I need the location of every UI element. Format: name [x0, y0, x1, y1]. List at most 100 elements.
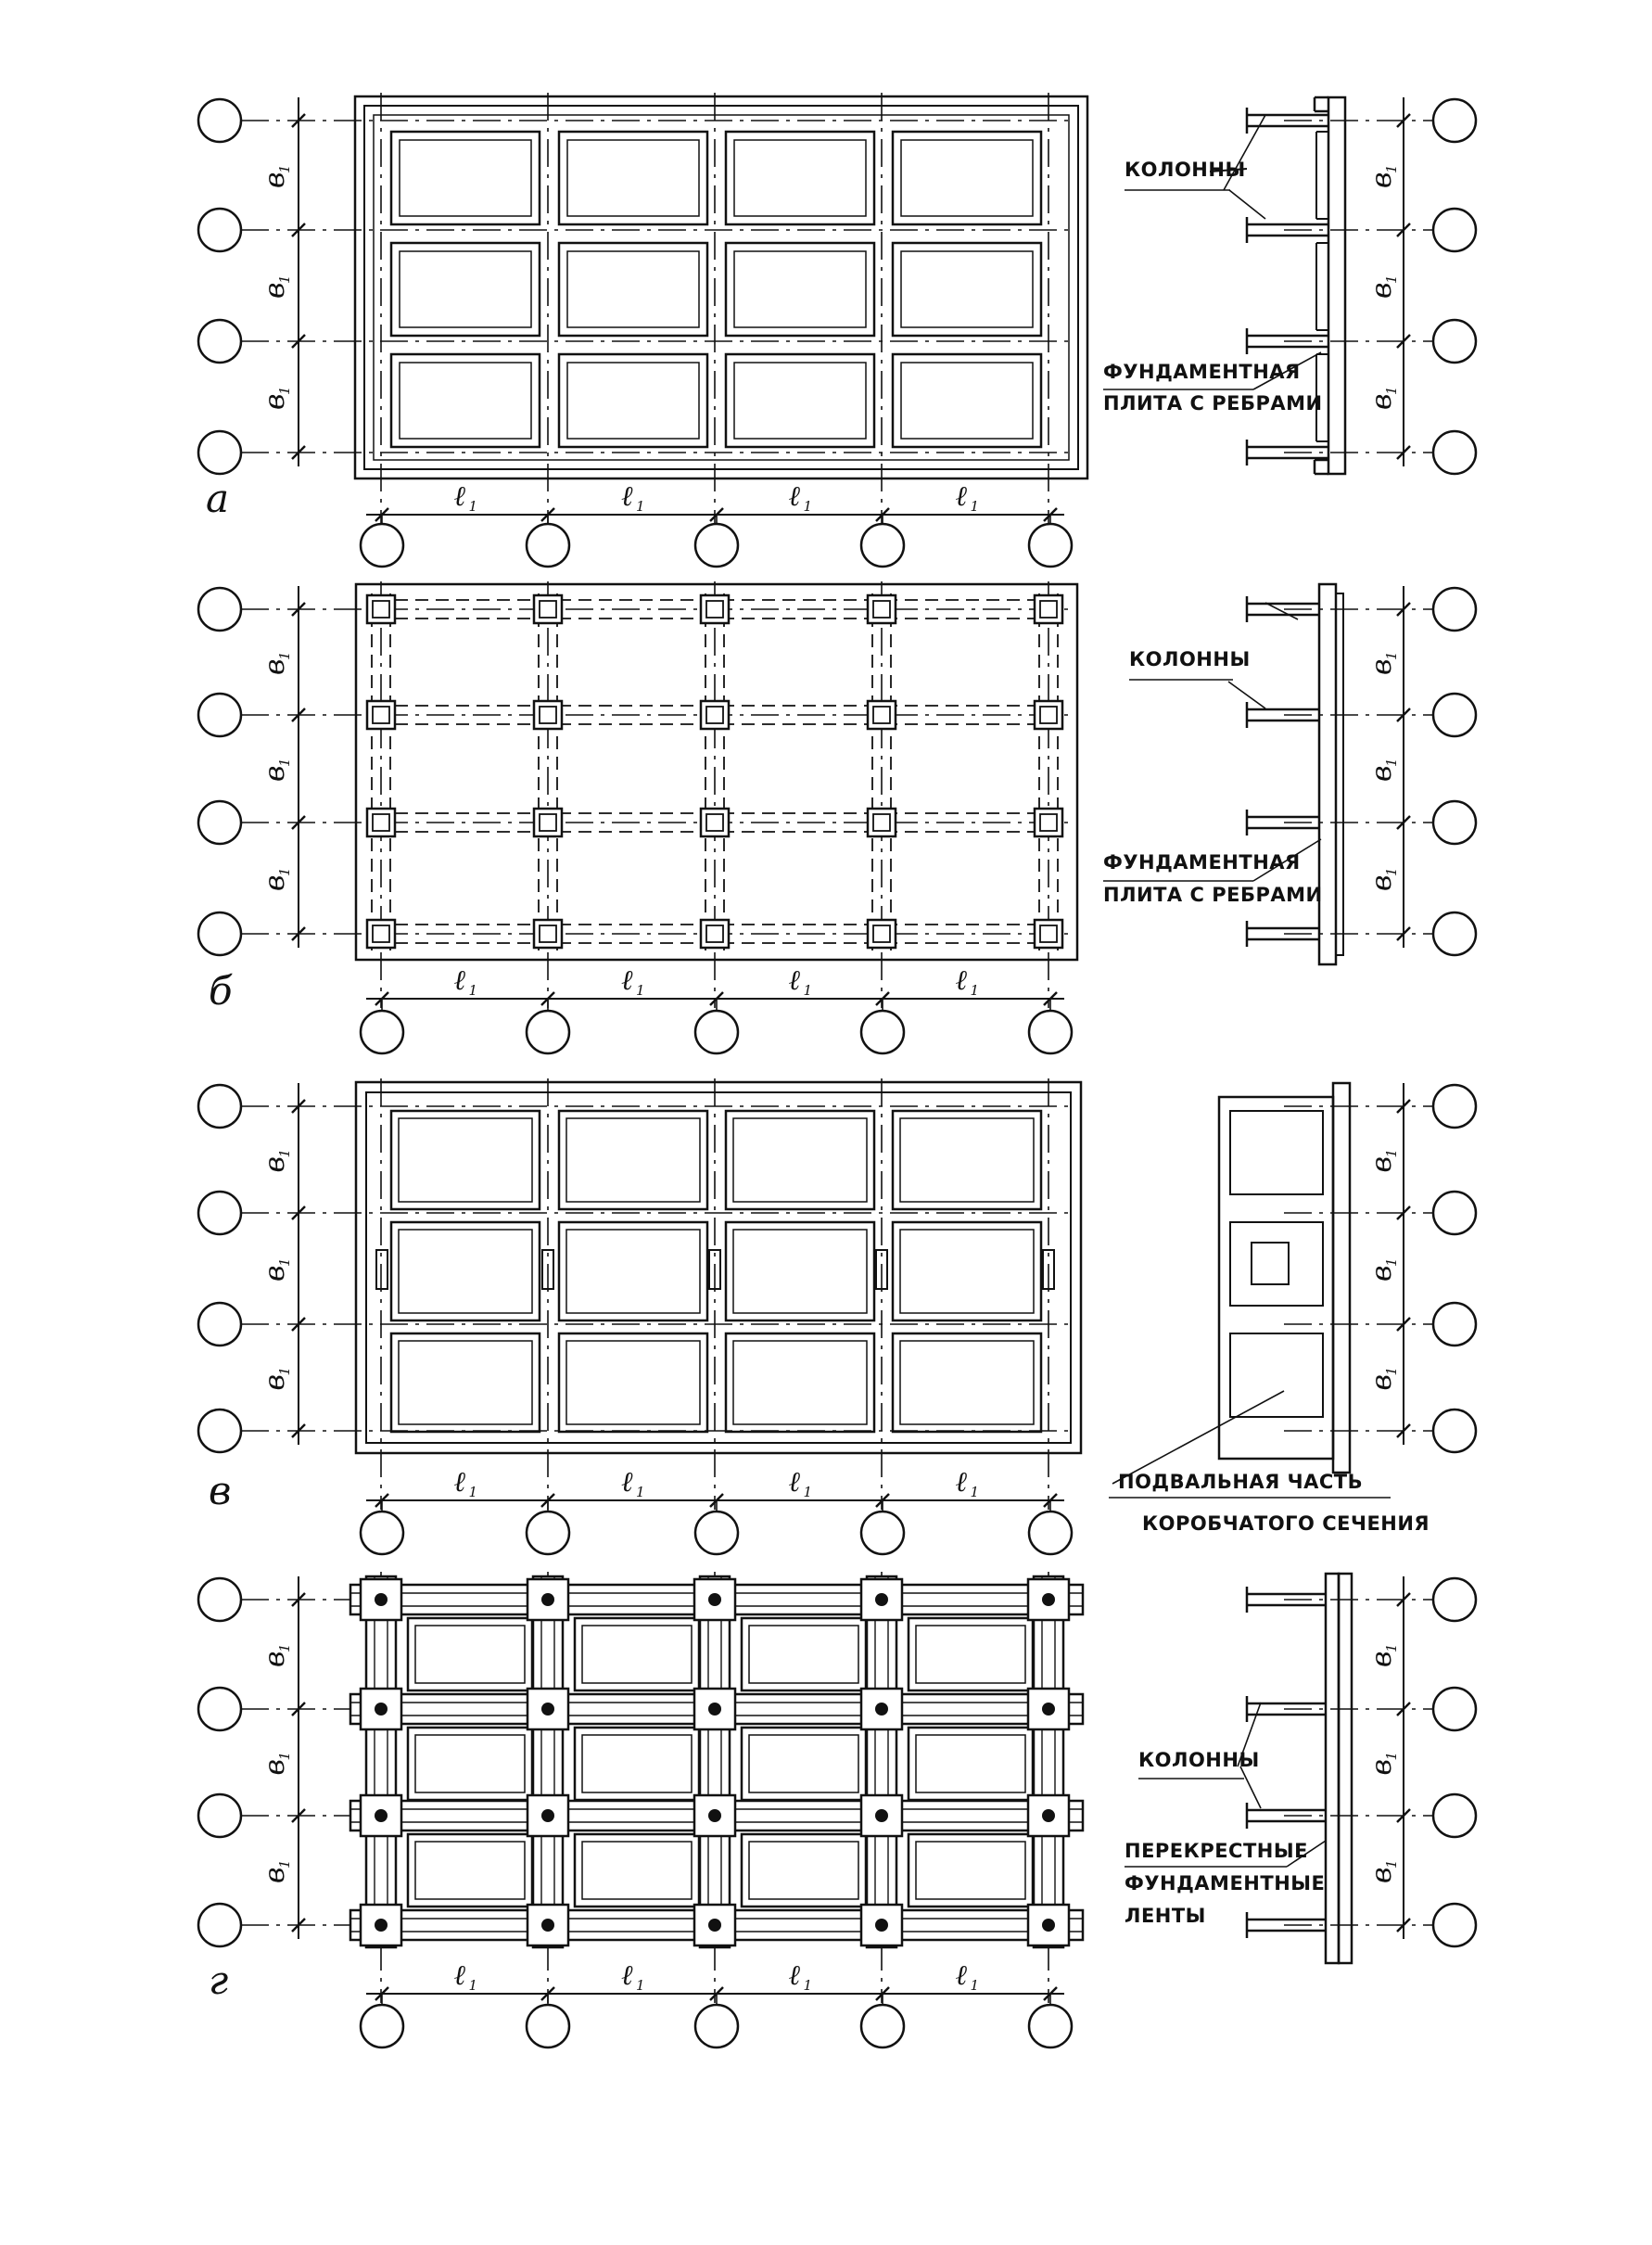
- column-core: [872, 813, 891, 832]
- span-label-letter: ℓ: [789, 1959, 801, 1992]
- slab-cell-inner: [733, 250, 867, 328]
- column-node: [875, 1593, 888, 1606]
- axis-bubble-left: [197, 586, 243, 632]
- slab-cell: [724, 241, 876, 338]
- wall-opening: [375, 1249, 388, 1290]
- label-subscript: 1: [276, 1752, 293, 1761]
- callout-slab-line2: ПЛИТА С РЕБРАМИ: [1103, 884, 1323, 906]
- dimension-tick: [291, 1592, 306, 1607]
- dimension-tick: [709, 507, 724, 522]
- slab-cell-inner: [900, 139, 1034, 217]
- bay-label-letter: в: [259, 659, 291, 675]
- column-square: [1033, 918, 1064, 950]
- slab-cell: [557, 241, 709, 338]
- dimension-tick: [291, 1702, 306, 1716]
- bay-label-letter: в: [1366, 1759, 1398, 1775]
- slab-cell: [724, 352, 876, 449]
- bay-dimension-label: в1: [259, 758, 293, 782]
- strip-cell: [907, 1616, 1035, 1692]
- box-cell-inner: [565, 1340, 701, 1425]
- wall-opening: [875, 1249, 888, 1290]
- box-cell: [389, 1109, 541, 1211]
- strip-footing-transverse: [364, 1575, 398, 1949]
- axis-bubble-left: [197, 1686, 243, 1732]
- panel-letter: г: [209, 1958, 228, 2003]
- column-core: [372, 925, 390, 943]
- callout-columns: КОЛОННЫ: [1129, 648, 1251, 670]
- dimension-tick: [875, 507, 890, 522]
- panel-letter: а: [206, 476, 229, 521]
- dimension-tick: [291, 1205, 306, 1220]
- axis-bubble-bottom: [359, 2003, 405, 2049]
- span-label-letter: ℓ: [621, 1959, 633, 1992]
- label-subscript: 1: [1383, 1367, 1400, 1376]
- span-label-letter: ℓ: [789, 964, 801, 997]
- column-node: [375, 1919, 388, 1932]
- dimension-tick: [291, 1317, 306, 1332]
- span-label-letter: ℓ: [956, 1466, 968, 1499]
- box-cell: [891, 1332, 1043, 1434]
- bay-label-letter: в: [1366, 172, 1398, 188]
- dimension-tick: [1396, 1918, 1411, 1932]
- box-cell-inner: [398, 1340, 533, 1425]
- span-label-letter: ℓ: [956, 964, 968, 997]
- axis-bubble-bottom: [359, 1510, 405, 1556]
- bay-label-letter: в: [1366, 766, 1398, 782]
- leader-line: [1228, 189, 1266, 220]
- label-subscript: 1: [276, 1859, 293, 1869]
- axis-bubble-bottom: [693, 2003, 740, 2049]
- bay-dimension-label: в1: [1366, 386, 1400, 410]
- callout-slab-line1: ФУНДАМЕНТНАЯ: [1103, 361, 1301, 383]
- strip-cell: [573, 1616, 701, 1692]
- strip-cell: [573, 1726, 701, 1802]
- slab-cell: [389, 130, 541, 226]
- box-cell-inner: [899, 1229, 1035, 1314]
- slab-cell-inner: [900, 250, 1034, 328]
- box-cell-inner: [732, 1340, 868, 1425]
- panel-letter: в: [209, 1468, 231, 1513]
- leader-line: [1252, 351, 1322, 390]
- leader-line: [1209, 168, 1248, 172]
- strip-cell-inner: [748, 1734, 859, 1793]
- column-square: [532, 807, 564, 838]
- label-subscript: 1: [1383, 164, 1400, 173]
- bay-dimension-label: в1: [259, 1643, 293, 1667]
- box-void: [1229, 1110, 1324, 1195]
- column-node: [708, 1809, 721, 1822]
- column-node: [541, 1593, 554, 1606]
- strip-cell-inner: [915, 1734, 1026, 1793]
- bay-dimension-label: в1: [1366, 1149, 1400, 1173]
- callout-slab-line2: ПЛИТА С РЕБРАМИ: [1103, 392, 1323, 415]
- box-section: [1217, 1095, 1335, 1461]
- label-subscript: 1: [469, 982, 478, 999]
- axis-bubble-bottom: [1027, 1510, 1074, 1556]
- slab-inner-outline: [363, 105, 1079, 470]
- box-cell-inner: [565, 1229, 701, 1314]
- label-subscript: 1: [469, 498, 478, 515]
- column-square: [365, 699, 397, 731]
- callout-columns: КОЛОННЫ: [1125, 159, 1246, 181]
- label-subscript: 1: [1383, 1257, 1400, 1267]
- bay-dimension-label: в1: [1366, 1257, 1400, 1282]
- leader-line: [1252, 838, 1322, 882]
- dimension-tick: [1396, 708, 1411, 722]
- bay-dimension-label: в1: [259, 274, 293, 299]
- bay-label-letter: в: [1366, 1652, 1398, 1667]
- dimension-tick: [709, 1493, 724, 1508]
- axis-bubble-bottom: [525, 1009, 571, 1055]
- column-core: [1039, 600, 1058, 619]
- bay-label-letter: в: [259, 283, 291, 299]
- dimension-tick: [1396, 334, 1411, 349]
- column-node: [1042, 1703, 1055, 1716]
- section-slab: [1327, 96, 1347, 476]
- axis-bubble-right: [1431, 207, 1478, 253]
- strip-cell: [406, 1616, 534, 1692]
- bay-dimension-label: в1: [259, 1752, 293, 1776]
- bay-label-letter: в: [259, 766, 291, 782]
- column-square: [365, 593, 397, 625]
- dimension-tick: [1043, 1986, 1058, 2001]
